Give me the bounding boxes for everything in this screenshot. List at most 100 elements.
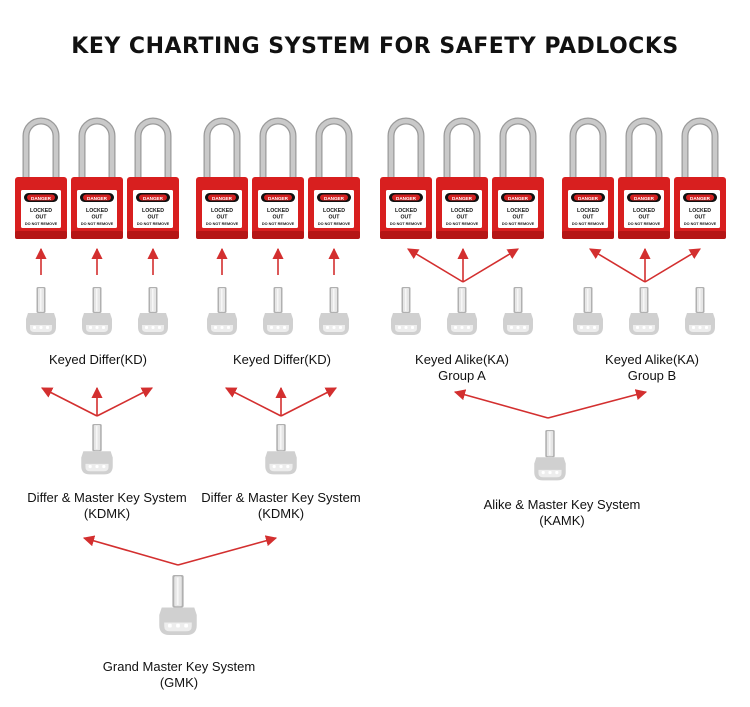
master-label-text: Alike & Master Key System <box>483 497 641 512</box>
group-label-ka-b: Keyed Alike(KA) Group B <box>605 352 699 384</box>
arrow-icon <box>589 248 646 283</box>
padlock-tag-line: DO NOT REMOVE <box>262 222 295 226</box>
group-label-kd-1: Keyed Differ(KD) <box>49 352 147 368</box>
padlock-tag-line: LOCKED <box>633 208 655 214</box>
padlock-tag-line: LOCKED <box>395 208 417 214</box>
padlock-tag-header: DANGER <box>634 196 655 201</box>
padlock-tag-line: LOCKED <box>577 208 599 214</box>
group-sublabel-text: Group B <box>627 368 677 383</box>
arrow-icon <box>453 389 549 419</box>
padlock-tag-line: DO NOT REMOVE <box>25 222 58 226</box>
grand-master-sublabel-text: (GMK) <box>159 675 199 690</box>
arrow-icon <box>177 535 278 566</box>
key-icon <box>573 287 603 335</box>
master-label-kdmk-2: Differ & Master Key System (KDMK) <box>201 490 360 522</box>
master-sublabel-text: (KAMK) <box>539 513 585 528</box>
padlock-tag-header: DANGER <box>396 196 417 201</box>
padlock-tag-line: OUT <box>401 215 413 221</box>
arrow-icon <box>82 535 179 566</box>
padlock-tag-header: DANGER <box>31 196 52 201</box>
key-icon <box>138 287 168 335</box>
padlock-tag-line: LOCKED <box>30 208 52 214</box>
key-icon <box>26 287 56 335</box>
group-label-text: Keyed Alike(KA) <box>415 352 509 367</box>
key-icon <box>534 430 566 481</box>
padlock-tag-line: OUT <box>329 215 341 221</box>
padlock-tag-line: LOCKED <box>507 208 529 214</box>
padlock-tag-header: DANGER <box>578 196 599 201</box>
padlock-tag-header: DANGER <box>508 196 529 201</box>
group-label-text: Keyed Differ(KD) <box>48 352 148 367</box>
padlock-tag-header: DANGER <box>87 196 108 201</box>
padlock-tag-line: OUT <box>513 215 525 221</box>
padlock-tag-line: DO NOT REMOVE <box>206 222 239 226</box>
padlock-tag-line: LOCKED <box>689 208 711 214</box>
master-label-kamk: Alike & Master Key System (KAMK) <box>484 497 641 529</box>
key-icon <box>503 287 533 335</box>
padlock-tag-header: DANGER <box>324 196 345 201</box>
key-icon <box>391 287 421 335</box>
padlock-tag-line: LOCKED <box>211 208 233 214</box>
arrow-icon <box>41 387 98 417</box>
padlock-tag-line: DO NOT REMOVE <box>137 222 170 226</box>
padlock-tag-line: OUT <box>583 215 595 221</box>
padlock-tag-line: OUT <box>92 215 104 221</box>
padlock-tag-line: LOCKED <box>86 208 108 214</box>
arrow-icon <box>96 387 153 417</box>
padlock-tag-header: DANGER <box>690 196 711 201</box>
key-icon <box>629 287 659 335</box>
padlock-tag-header: DANGER <box>212 196 233 201</box>
padlock-tag-line: OUT <box>457 215 469 221</box>
arrow-icon <box>280 387 337 417</box>
padlock-tag-line: LOCKED <box>323 208 345 214</box>
padlock-tag-line: OUT <box>639 215 651 221</box>
group-label-text: Keyed Alike(KA) <box>605 352 699 367</box>
padlock-tag-line: DO NOT REMOVE <box>81 222 114 226</box>
padlock-tag-header: DANGER <box>143 196 164 201</box>
padlock-tag-line: LOCKED <box>142 208 164 214</box>
master-label-kdmk-1: Differ & Master Key System (KDMK) <box>27 490 186 522</box>
key-icon <box>159 575 197 635</box>
padlock-tag-line: OUT <box>695 215 707 221</box>
padlock-tag-line: DO NOT REMOVE <box>318 222 351 226</box>
padlock-tag-line: LOCKED <box>267 208 289 214</box>
padlock-tag-line: DO NOT REMOVE <box>446 222 479 226</box>
group-label-text: Keyed Differ(KD) <box>232 352 332 367</box>
padlock-tag-line: OUT <box>148 215 160 221</box>
diagram-title: KEY CHARTING SYSTEM FOR SAFETY PADLOCKS <box>71 34 679 59</box>
arrow-icon <box>644 248 701 283</box>
padlock-tag-line: DO NOT REMOVE <box>502 222 535 226</box>
group-label-ka-a: Keyed Alike(KA) Group A <box>415 352 509 384</box>
master-label-text: Differ & Master Key System <box>27 490 187 505</box>
group-label-kd-2: Keyed Differ(KD) <box>233 352 331 368</box>
arrow-icon <box>462 248 519 283</box>
key-icon <box>81 424 113 475</box>
master-sublabel-text: (KDMK) <box>257 506 305 521</box>
arrow-icon <box>225 387 282 417</box>
padlock-tag-line: DO NOT REMOVE <box>572 222 605 226</box>
padlock-tag-line: OUT <box>217 215 229 221</box>
padlock-tag-line: DO NOT REMOVE <box>684 222 717 226</box>
padlock-tag-line: OUT <box>36 215 48 221</box>
master-label-text: Differ & Master Key System <box>201 490 361 505</box>
key-icon <box>685 287 715 335</box>
padlock-tag-line: DO NOT REMOVE <box>390 222 423 226</box>
key-icon <box>447 287 477 335</box>
padlock-tag-line: OUT <box>273 215 285 221</box>
padlock-tag-line: DO NOT REMOVE <box>628 222 661 226</box>
key-icon <box>207 287 237 335</box>
group-sublabel-text: Group A <box>438 368 486 383</box>
key-icon <box>319 287 349 335</box>
